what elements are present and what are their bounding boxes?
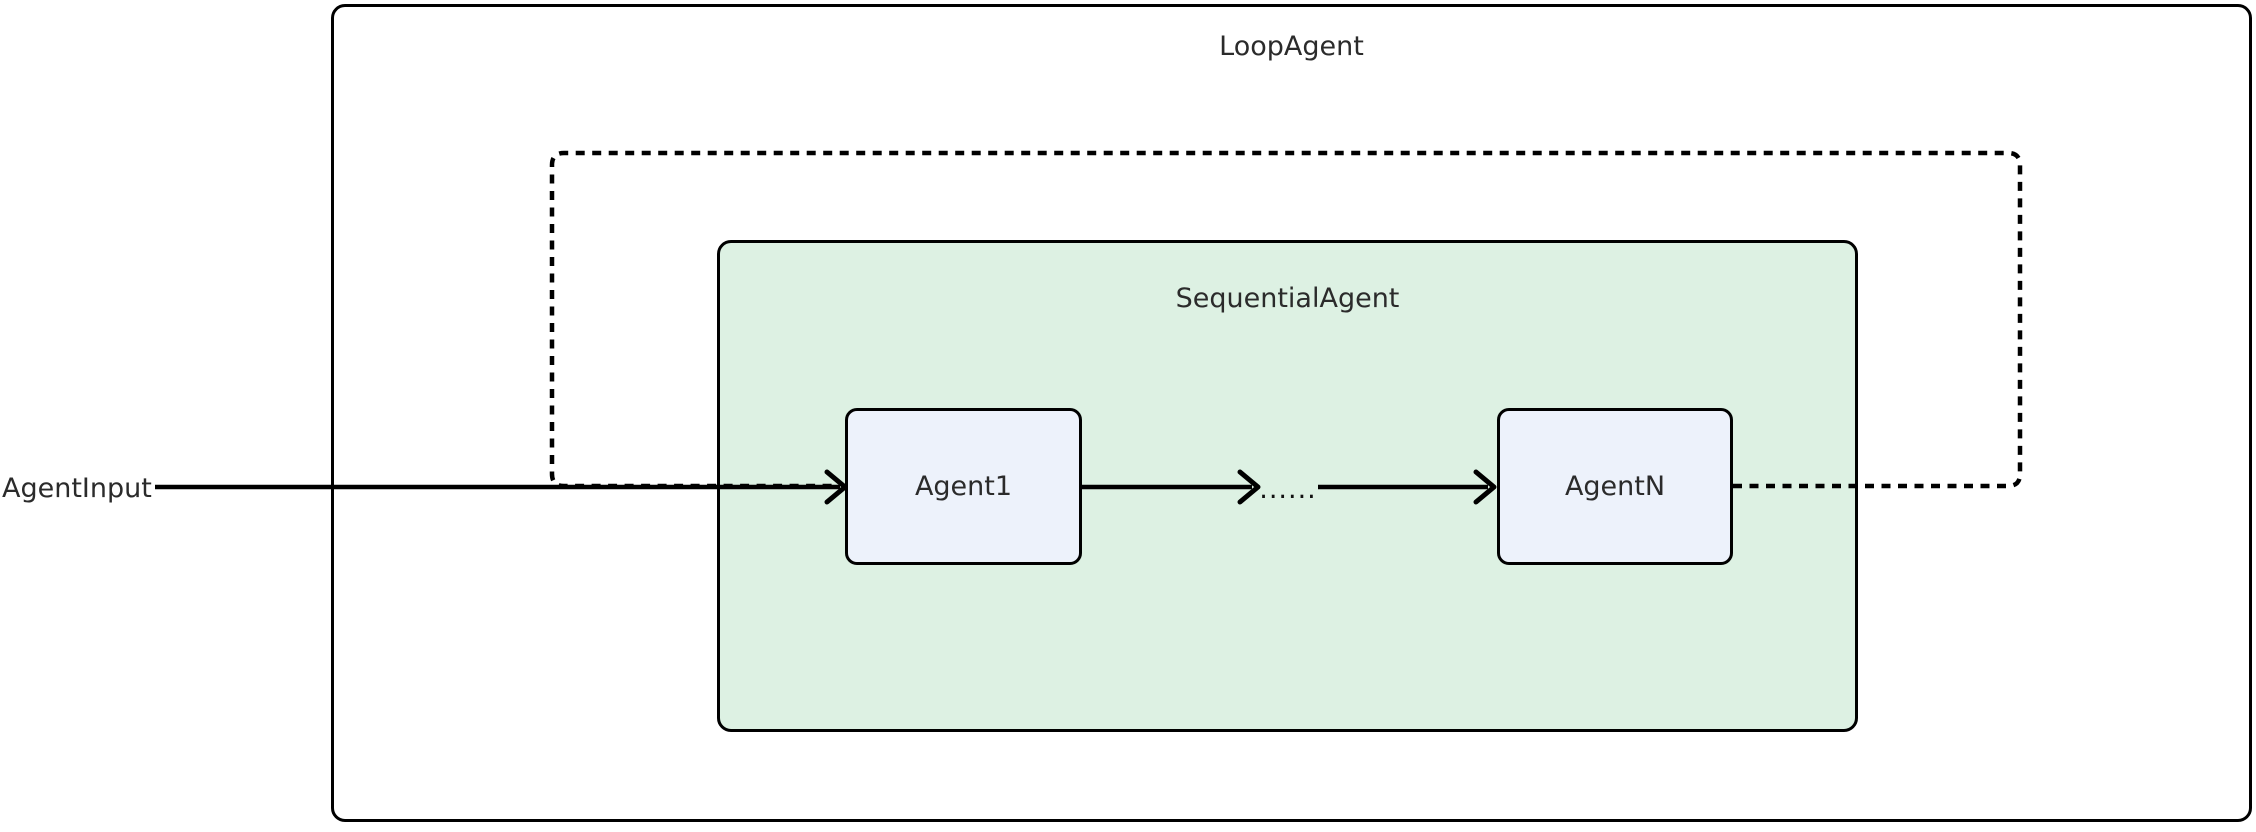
loop-agent-label: LoopAgent	[1219, 31, 1364, 62]
arrowhead-icon	[1473, 469, 1497, 505]
node-agent1: Agent1	[845, 408, 1082, 565]
node-agentn-label: AgentN	[1564, 471, 1666, 502]
ellipsis-label: ......	[1259, 474, 1317, 505]
node-agentn: AgentN	[1497, 408, 1733, 565]
arrowhead-icon	[1237, 469, 1261, 505]
loop-back-edge	[549, 150, 2023, 489]
agent-input-label: AgentInput	[2, 473, 152, 504]
node-agent1-label: Agent1	[914, 471, 1013, 502]
sequential-agent-label: SequentialAgent	[1175, 283, 1400, 314]
